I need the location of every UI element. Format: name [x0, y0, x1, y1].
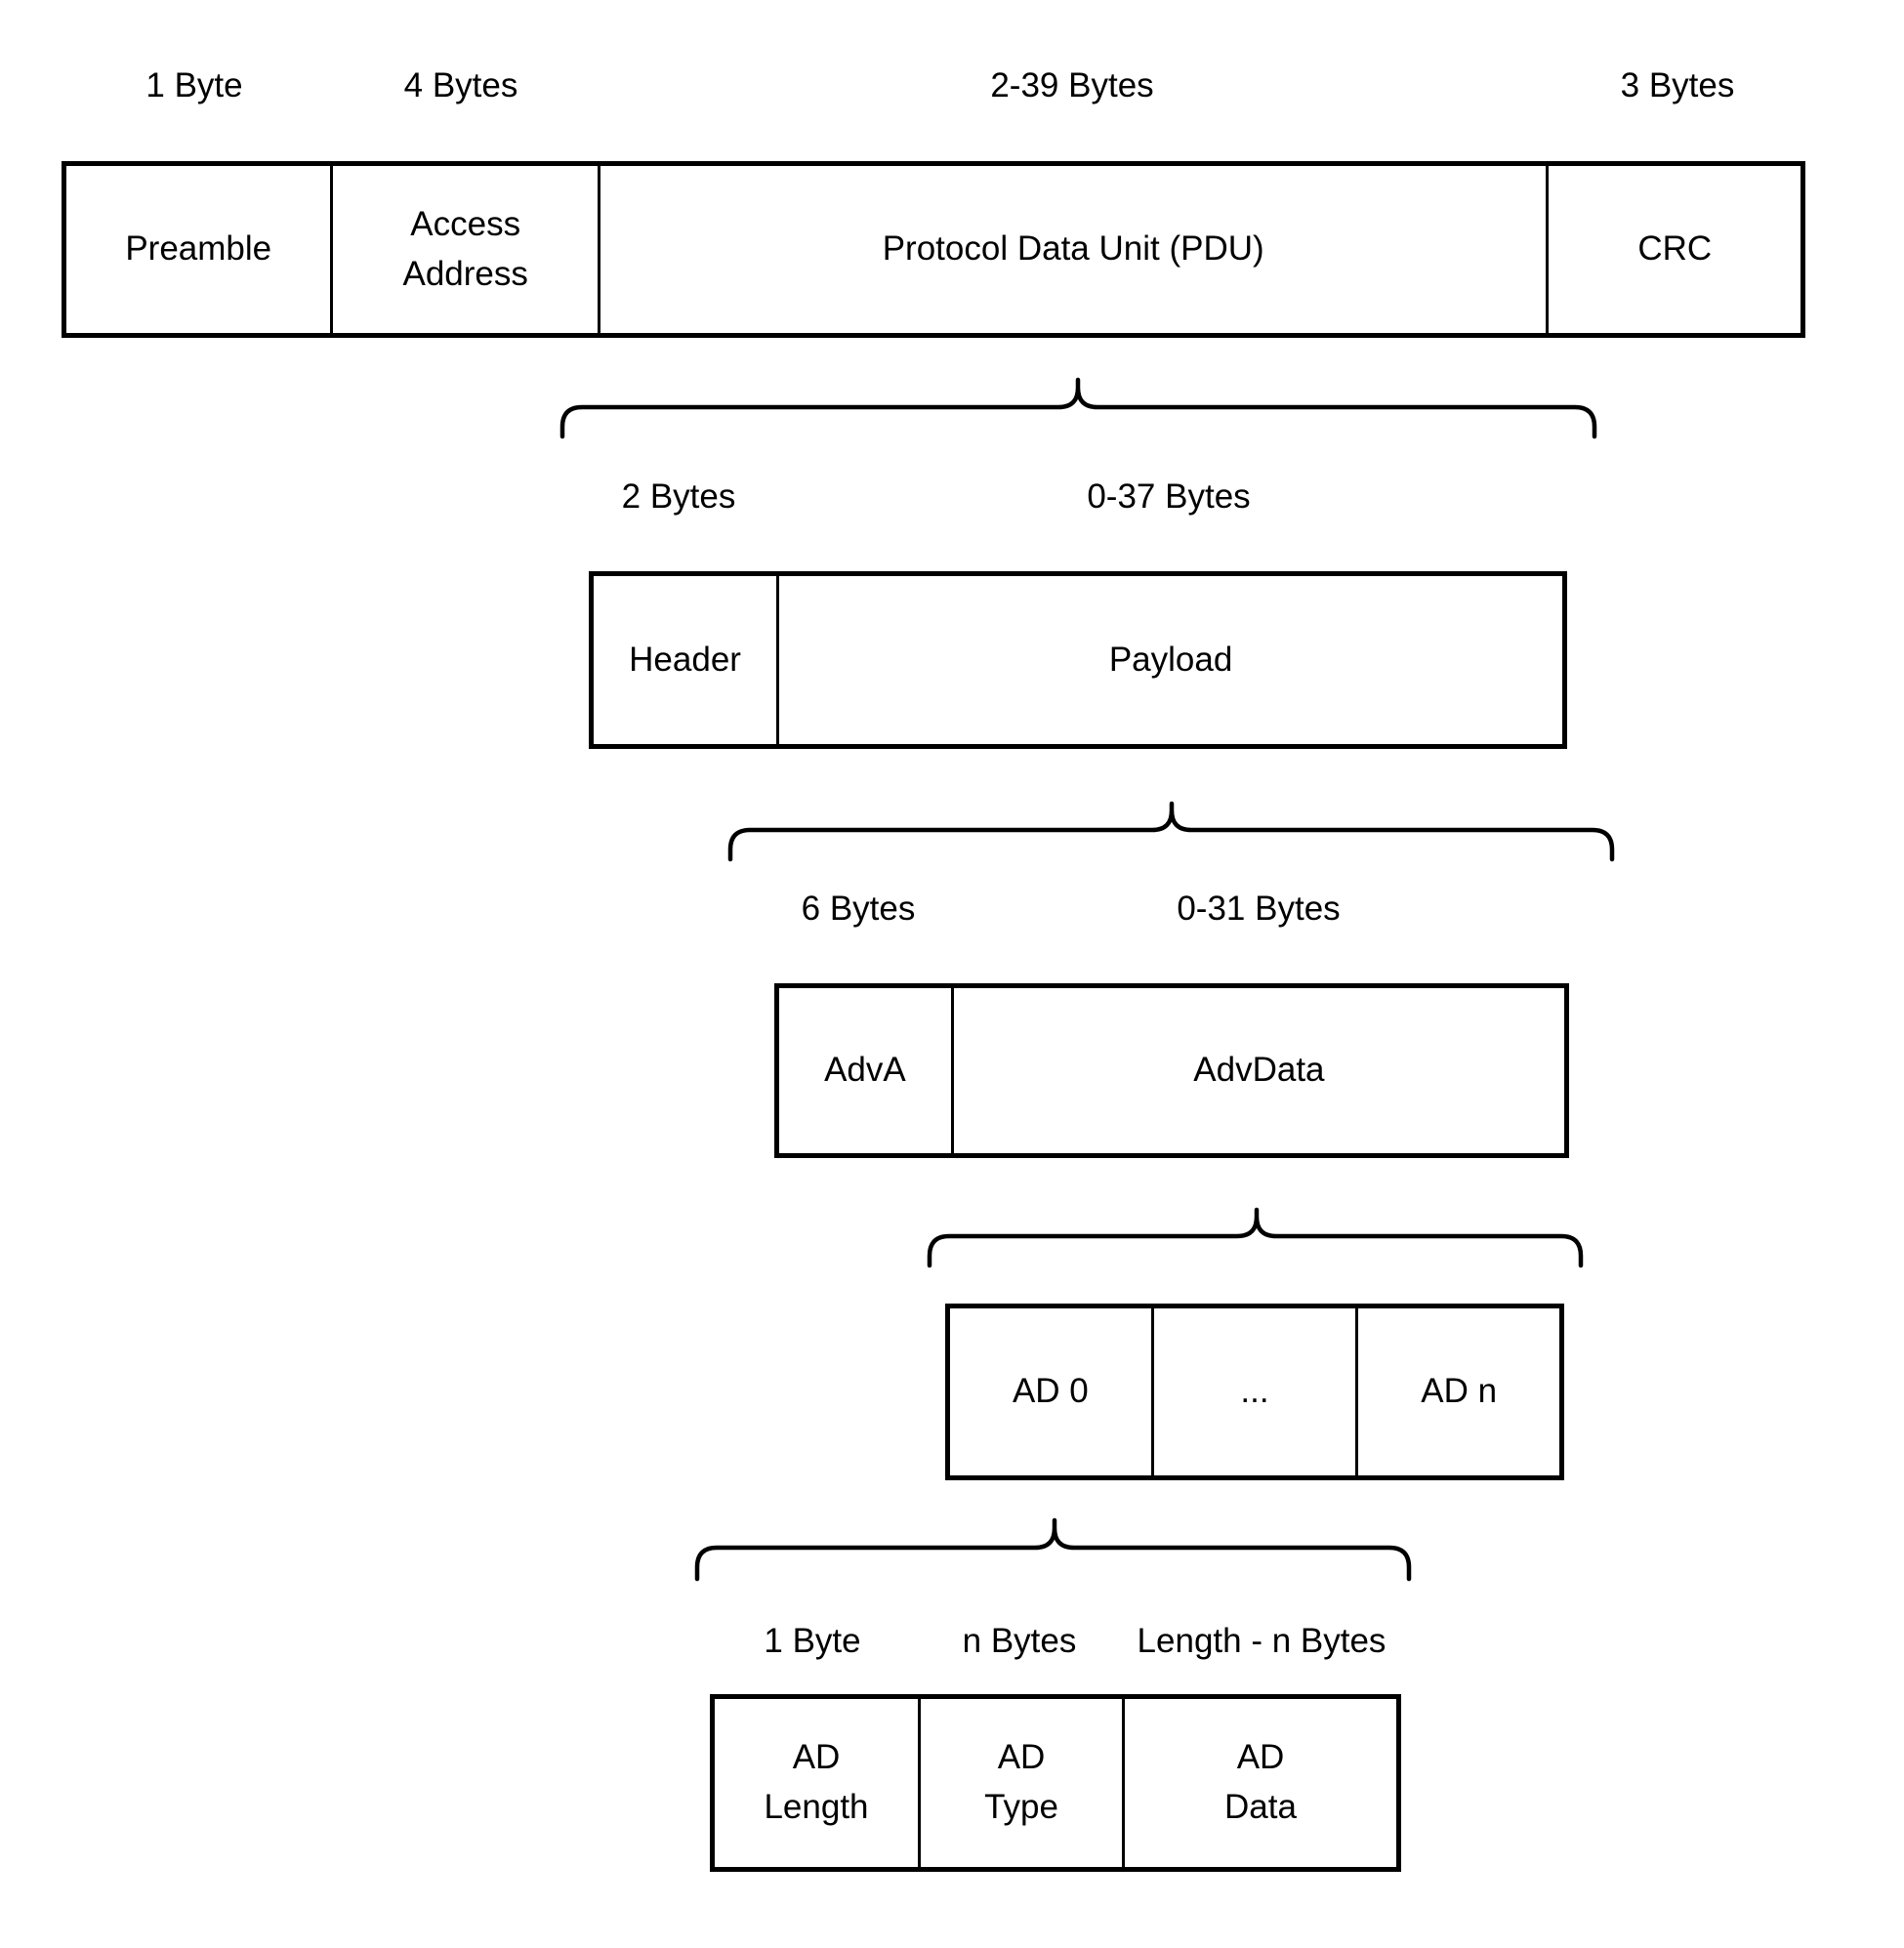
cell-ad-type: AD Type	[918, 1699, 1122, 1867]
cell-crc: CRC	[1546, 166, 1801, 333]
size-label-pdu: 2-39 Bytes	[990, 66, 1154, 104]
size-label-adva: 6 Bytes	[801, 890, 916, 928]
ad-structure-row: AD Length AD Type AD Data	[710, 1694, 1401, 1872]
size-label-crc: 3 Bytes	[1620, 66, 1735, 104]
advdata-row: AD 0 ... AD n	[945, 1304, 1564, 1480]
cell-adva: AdvA	[824, 1051, 906, 1090]
payload-row: AdvA AdvData	[774, 983, 1569, 1158]
size-label-ad-length: 1 Byte	[764, 1622, 861, 1660]
packet-row: Preamble Access Address Protocol Data Un…	[62, 161, 1805, 338]
size-label-access-address: 4 Bytes	[403, 66, 518, 104]
pdu-row: Header Payload	[589, 571, 1567, 749]
brace-ad0-expansion	[694, 1517, 1412, 1582]
cell-ad-ellipsis: ...	[1150, 1308, 1356, 1475]
cell-ad-length: AD Length	[764, 1738, 869, 1826]
size-label-preamble: 1 Byte	[145, 66, 243, 104]
cell-adn: AD n	[1355, 1308, 1559, 1475]
cell-pdu: Protocol Data Unit (PDU)	[597, 166, 1547, 333]
size-label-ad-type: n Bytes	[962, 1622, 1077, 1660]
cell-ad0: AD 0	[1012, 1372, 1089, 1411]
cell-advdata: AdvData	[950, 988, 1564, 1153]
cell-preamble: Preamble	[125, 229, 272, 269]
size-label-header: 2 Bytes	[621, 477, 736, 516]
size-label-ad-data: Length - n Bytes	[1137, 1622, 1387, 1660]
brace-payload-expansion	[727, 801, 1615, 862]
cell-access-address: Access Address	[330, 166, 597, 333]
brace-advdata-expansion	[927, 1207, 1584, 1268]
cell-ad-data: AD Data	[1122, 1699, 1396, 1867]
cell-payload: Payload	[776, 576, 1562, 744]
brace-pdu-expansion	[559, 377, 1597, 439]
size-label-advdata: 0-31 Bytes	[1177, 890, 1341, 928]
size-label-payload: 0-37 Bytes	[1087, 477, 1251, 516]
cell-header: Header	[629, 640, 741, 679]
